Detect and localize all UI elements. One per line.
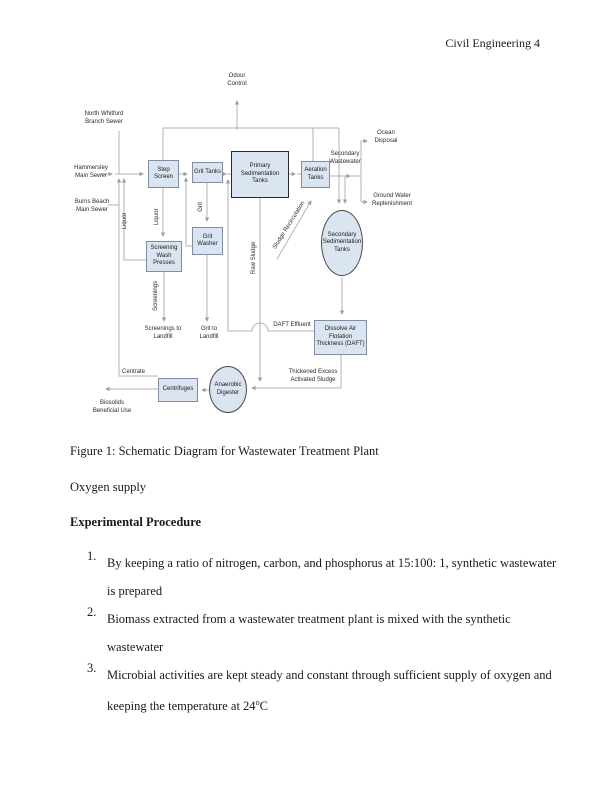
section-heading: Experimental Procedure xyxy=(70,515,202,529)
label-thickened-excess-activated-sludge: Thickened Excess Activated Sludge xyxy=(288,369,338,383)
label-centrate: Centrate xyxy=(122,369,146,375)
list-line: Biomass extracted from a wastewater trea… xyxy=(107,612,511,626)
figure-diagram: Step Screen Grit Tanks Primary Sedimenta… xyxy=(74,73,413,414)
list-line: By keeping a ratio of nitrogen, carbon, … xyxy=(107,556,557,570)
label-raw-sludge: Raw Sludge xyxy=(251,241,258,275)
label-ocean-disposal: Ocean Disposal xyxy=(374,130,398,144)
label-liquor-return: Liquor xyxy=(122,212,129,230)
node-grit-tanks: Grit Tanks xyxy=(192,162,223,183)
label-screenings-to-landfill: Screenings to Landfill xyxy=(144,326,182,340)
label-north-whitford-branch-sewer: North Whitford Branch Sewer xyxy=(84,111,124,125)
label-screenings-stream: Screenings xyxy=(153,280,160,311)
list-number: 1. xyxy=(87,549,97,563)
node-anaerobic-digester: Anaerobic Digester xyxy=(209,366,247,413)
node-screening-wash-presses: Screening Wash Presses xyxy=(146,241,182,272)
list-number: 2. xyxy=(87,605,97,619)
flow-lines xyxy=(100,100,368,393)
node-step-screen: Step Screen xyxy=(148,160,179,188)
page-header: Civil Engineering 4 xyxy=(445,36,540,50)
diagram-connectors xyxy=(100,100,368,393)
node-aeration-tanks: Aeration Tanks xyxy=(301,161,330,188)
superscript-degree: o xyxy=(255,698,260,707)
label-grit-stream: Grit xyxy=(198,202,205,212)
oxygen-supply-text: Oxygen supply xyxy=(70,480,147,494)
list-line: keeping the temperature at 24oC xyxy=(107,698,268,714)
label-grit-to-landfill: Grit to Landfill xyxy=(199,326,219,340)
node-daft: Dissolve Air Flotation Thickness (DAFT) xyxy=(314,320,367,355)
label-liquor: Liquor xyxy=(154,208,161,226)
list-item: 1. By keeping a ratio of nitrogen, carbo… xyxy=(87,549,557,605)
list-line: is prepared xyxy=(107,584,163,598)
label-daft-effluent: DAFT Effluent xyxy=(273,322,311,328)
node-secondary-sedimentation-tanks: Secondary Sedimentation Tanks xyxy=(321,210,363,276)
node-grit-washer: Grit Washer xyxy=(192,227,223,255)
label-hammersley-main-sewer: Hammersley Main Sewer xyxy=(74,165,108,179)
label-odour-control: Odour Control xyxy=(227,73,247,87)
label-biosolids-beneficial-use: Biosolids Beneficial Use xyxy=(92,400,132,414)
label-secondary-wastewater: Secondary Wastewater xyxy=(329,151,361,165)
label-burns-beach-main-sewer: Burns Beach Main Sewer xyxy=(74,199,110,213)
node-primary-sedimentation-tanks: Primary Sedimentation Tanks xyxy=(231,151,289,198)
list-number: 3. xyxy=(87,661,97,675)
list-line: Microbial activities are kept steady and… xyxy=(107,668,552,682)
list-item: 3. Microbial activities are kept steady … xyxy=(87,661,556,720)
label-ground-water-replenishment: Ground Water Replenishment xyxy=(371,193,413,207)
node-centrifuges: Centrifuges xyxy=(158,378,198,402)
procedure-list: 1. By keeping a ratio of nitrogen, carbo… xyxy=(87,549,557,720)
list-item: 2. Biomass extracted from a wastewater t… xyxy=(87,605,556,661)
figure-caption: Figure 1: Schematic Diagram for Wastewat… xyxy=(70,444,379,458)
list-line: wastewater xyxy=(107,640,164,654)
